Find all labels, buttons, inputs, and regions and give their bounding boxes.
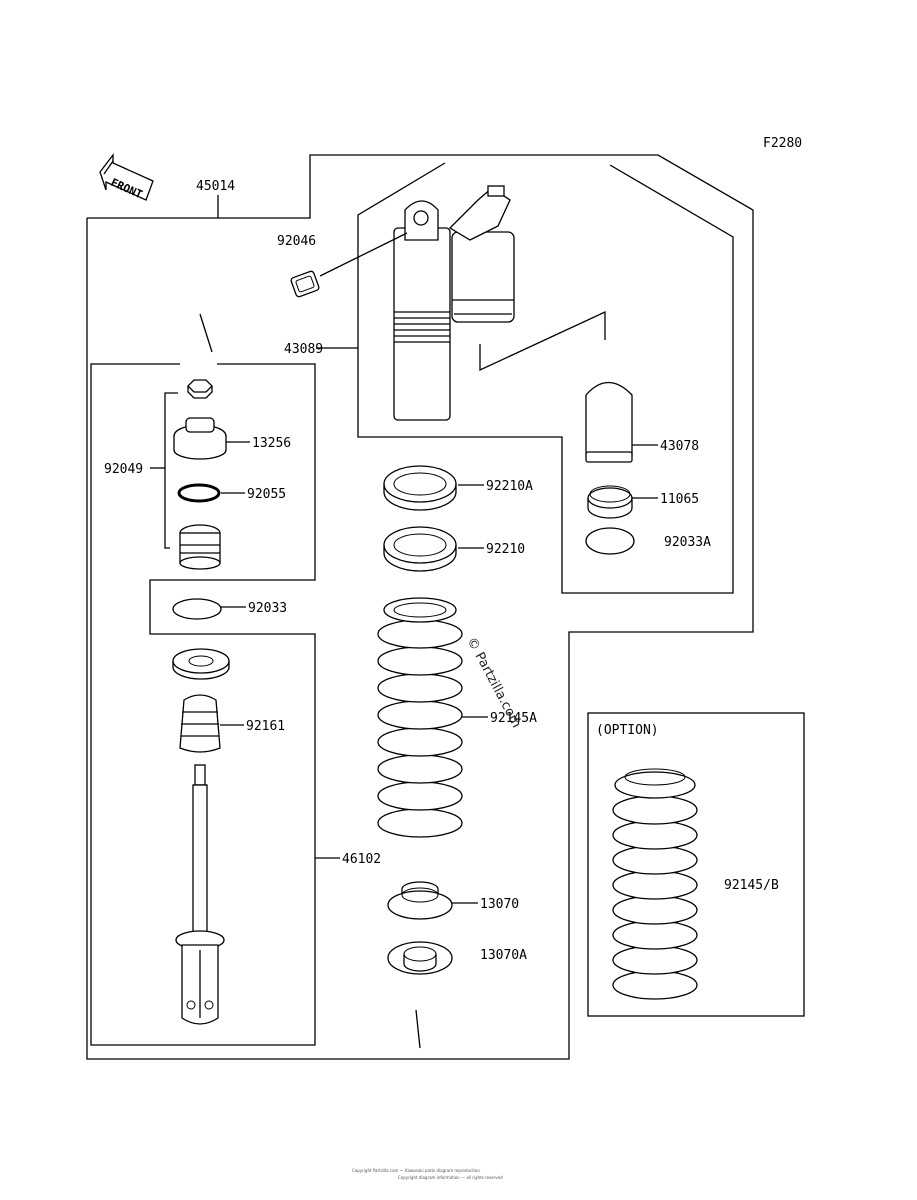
part-92033A bbox=[585, 527, 635, 555]
label-46102: 46102 bbox=[342, 852, 381, 867]
front-arrow-icon: FRONT bbox=[99, 153, 154, 201]
label-45014: 45014 bbox=[196, 179, 235, 194]
label-92049: 92049 bbox=[104, 462, 143, 477]
label-92145B: 92145/B bbox=[724, 878, 779, 893]
part-13070A bbox=[387, 941, 453, 975]
part-92161 bbox=[179, 694, 221, 753]
label-11065: 11065 bbox=[660, 492, 699, 507]
part-92145A-spring bbox=[377, 597, 463, 838]
part-nut bbox=[187, 379, 213, 399]
label-13256: 13256 bbox=[252, 436, 291, 451]
part-43078 bbox=[585, 381, 633, 463]
part-92046 bbox=[290, 270, 320, 298]
part-92033 bbox=[172, 598, 222, 620]
part-cap bbox=[172, 648, 230, 680]
label-92046: 92046 bbox=[277, 234, 316, 249]
part-92055 bbox=[177, 483, 221, 503]
label-43078: 43078 bbox=[660, 439, 699, 454]
option-box bbox=[587, 712, 805, 1017]
part-13070 bbox=[387, 881, 453, 920]
rod-assembly-outline-46102 bbox=[90, 363, 316, 1046]
label-92033A: 92033A bbox=[664, 535, 711, 550]
label-92210A: 92210A bbox=[486, 479, 533, 494]
label-92210: 92210 bbox=[486, 542, 525, 557]
label-92145A: 92145A bbox=[490, 711, 537, 726]
label-13070A: 13070A bbox=[480, 948, 527, 963]
assembly-outline-45014 bbox=[86, 154, 754, 1060]
footer-line-1: Copyright Partzilla.com — Kawasaki parts… bbox=[352, 1168, 480, 1173]
part-92210 bbox=[383, 526, 457, 572]
shock-body-outline-43089 bbox=[357, 162, 734, 594]
label-92055: 92055 bbox=[247, 487, 286, 502]
figure-code: F2280 bbox=[763, 136, 802, 151]
shock-absorber-body bbox=[393, 185, 515, 421]
part-11065 bbox=[587, 485, 633, 519]
part-13256 bbox=[173, 417, 227, 460]
option-label: (OPTION) bbox=[596, 723, 659, 738]
footer-line-2: Copyright diagram information — all righ… bbox=[398, 1175, 503, 1180]
part-piston-rod bbox=[175, 764, 225, 1025]
part-92210A bbox=[383, 465, 457, 511]
part-92145B-spring bbox=[612, 768, 698, 1000]
label-43089: 43089 bbox=[284, 342, 323, 357]
part-bushing bbox=[179, 524, 221, 570]
label-13070: 13070 bbox=[480, 897, 519, 912]
label-92161: 92161 bbox=[246, 719, 285, 734]
label-92033: 92033 bbox=[248, 601, 287, 616]
